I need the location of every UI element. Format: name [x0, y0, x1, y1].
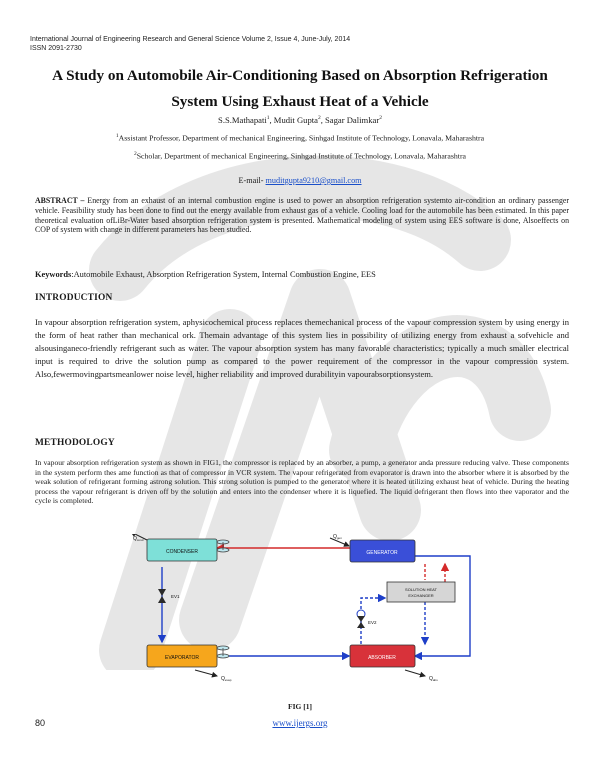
keywords-text: :Automobile Exhaust, Absorption Refriger…: [71, 270, 376, 279]
author-2: , Mudit Gupta: [269, 115, 318, 125]
author-1: S.S.Mathapati: [218, 115, 267, 125]
q-abs-label: Qabs: [429, 676, 438, 682]
paper-title: A Study on Automobile Air-Conditioning B…: [20, 63, 580, 115]
introduction-text: In vapour absorption refrigeration syste…: [35, 317, 569, 379]
keywords-label: Keywords: [35, 270, 72, 279]
affiliation-1: 1Assistant Professor, Department of mech…: [20, 133, 580, 143]
journal-header: International Journal of Engineering Res…: [30, 35, 570, 53]
heat-arrow-gen: [329, 537, 350, 547]
generator-box: [349, 539, 416, 563]
condenser-fan-icon: [216, 539, 230, 553]
heat-arrow-evap: [194, 669, 218, 678]
abstract: ABSTRACT – Energy from an exhaust of an …: [35, 196, 569, 235]
website-link[interactable]: www.ijergs.org: [272, 718, 328, 728]
ev1-label: EV1: [171, 594, 180, 599]
abstract-label: ABSTRACT –: [35, 196, 85, 205]
footer-website: www.ijergs.org: [0, 718, 600, 728]
author-3-sup: 2: [379, 115, 382, 122]
expansion-valve-2-icon: [357, 616, 365, 628]
hx-label-line-2: EXCHANGER: [408, 593, 433, 598]
heat-arrow-abs: [404, 669, 426, 678]
affiliation-2-sup: 2: [133, 151, 137, 157]
author-2-sup: 2: [317, 115, 321, 122]
pipe-abs-to-hx: [360, 593, 387, 644]
figure-caption: FIG [1]: [288, 702, 312, 711]
hx-label-line-1: SOLUTION HEAT: [405, 587, 437, 592]
evaporator-fan-icon: [216, 645, 230, 659]
condenser-label: CONDENSER: [166, 549, 198, 555]
affiliation-2: 2Scholar, Department of mechanical Engin…: [20, 151, 580, 161]
methodology-text: In vapour absorption refrigeration syste…: [35, 458, 569, 506]
affiliation-1-sup: 1: [115, 133, 119, 139]
keywords: Keywords:Automobile Exhaust, Absorption …: [35, 270, 569, 279]
q-evap-label: Qevap: [221, 676, 232, 682]
affiliation-1-text: Assistant Professor, Department of mecha…: [118, 133, 485, 143]
abstract-text: Energy from an exhaust of an internal co…: [35, 196, 569, 235]
email-label: E-mail-: [238, 176, 266, 185]
methodology-heading: METHODOLOGY: [35, 438, 115, 448]
solution-heat-exchanger-box: [386, 581, 456, 603]
title-line-2: System Using Exhaust Heat of a Vehicle: [171, 93, 429, 110]
introduction-heading: INTRODUCTION: [35, 293, 113, 303]
pipe-gen-right-loop: [413, 555, 471, 661]
affiliation-2-text: Scholar, Department of mechanical Engine…: [136, 151, 467, 161]
page-number: 80: [35, 718, 46, 728]
author-1-sup: 1: [266, 115, 270, 122]
absorber-label: ABSORBER: [368, 655, 396, 661]
author-list: S.S.Mathapati1, Mudit Gupta2, Sagar Dali…: [20, 115, 580, 125]
expansion-valve-1-icon: [158, 589, 166, 603]
journal-citation: International Journal of Engineering Res…: [30, 36, 351, 43]
contact-email: E-mail- muditgupta9210@gmail.com: [20, 176, 580, 185]
journal-issn: ISSN 2091-2730: [30, 45, 82, 52]
generator-label: GENERATOR: [366, 550, 398, 556]
q-cond-label: Qcond: [133, 536, 144, 542]
title-line-1: A Study on Automobile Air-Conditioning B…: [52, 67, 548, 84]
email-link[interactable]: muditgupta9210@gmail.com: [265, 176, 362, 185]
absorption-system-diagram: CONDENSER EVAPORATOR GENERATOR ABSORBER …: [130, 534, 471, 682]
q-gen-label: Qgen: [333, 534, 342, 540]
ev2-label: EV2: [368, 620, 377, 625]
evaporator-label: EVAPORATOR: [165, 655, 199, 661]
author-3: , Sagar Dalimkar: [320, 115, 380, 125]
heat-arrow-cond: [130, 534, 148, 541]
absorber-box: [349, 644, 416, 668]
